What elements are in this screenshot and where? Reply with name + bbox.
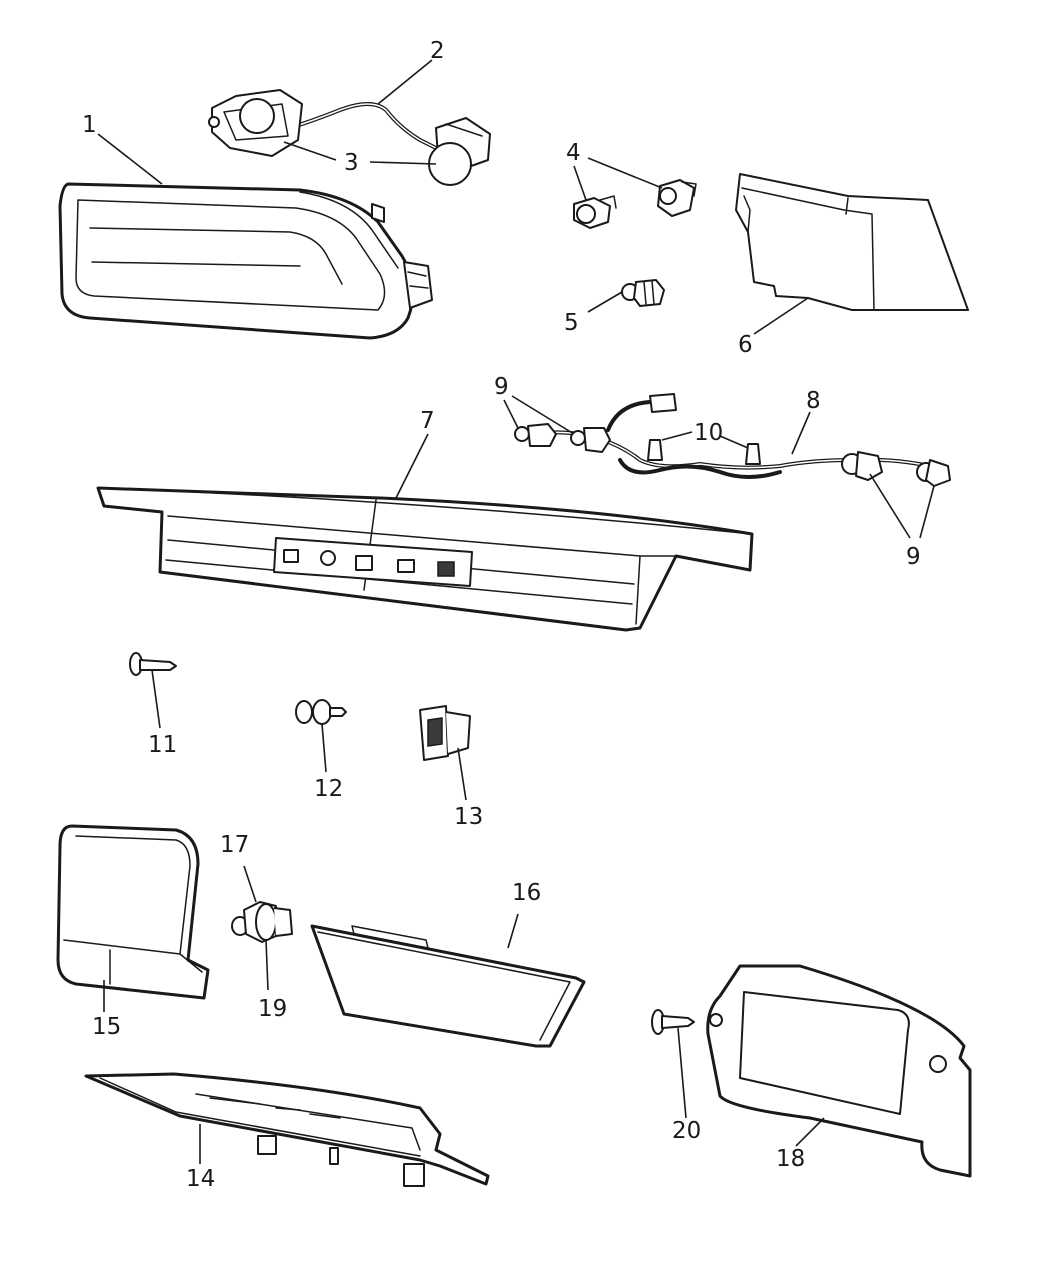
callout-6: 6 [738,332,753,358]
callout-20: 20 [672,1118,701,1144]
part-2-harness [208,89,491,186]
leader-lines [97,59,935,1164]
callout-9-top: 9 [494,374,509,400]
callout-14: 14 [186,1166,215,1192]
part-4-sockets [573,179,697,229]
callout-7: 7 [420,408,435,434]
callout-1: 1 [82,112,97,138]
callout-12: 12 [314,776,343,802]
part-16-trim-strip [310,924,586,1048]
part-15-lens [56,824,210,1000]
part-8-harness [514,393,951,487]
callout-3: 3 [344,150,359,176]
callout-16: 16 [512,880,541,906]
part-1-tail-lamp [58,182,433,340]
callout-8: 8 [806,388,821,414]
part-6-bracket [735,173,969,311]
part-14-brake-light [84,1072,490,1187]
part-18-bezel [706,964,972,1178]
callout-17: 17 [220,832,249,858]
part-5-bulb [621,279,665,307]
part-17-socket [231,901,293,943]
callout-5: 5 [564,310,579,336]
callout-10: 10 [694,420,723,446]
callout-2: 2 [430,38,445,64]
part-13-clip [419,705,471,761]
callout-13: 13 [454,804,483,830]
part-20-screw [651,1009,695,1035]
callout-9-bottom: 9 [906,544,921,570]
callout-15: 15 [92,1014,121,1040]
callout-18: 18 [776,1146,805,1172]
callout-11: 11 [148,732,177,758]
part-7-trim-panel [96,486,754,632]
part-11-screw [129,652,177,676]
part-12-pin [295,699,347,725]
callout-19: 19 [258,996,287,1022]
callout-labels: 1 2 3 4 5 6 7 8 9 9 10 11 12 13 14 15 16… [82,38,921,1192]
callout-4: 4 [566,140,581,166]
